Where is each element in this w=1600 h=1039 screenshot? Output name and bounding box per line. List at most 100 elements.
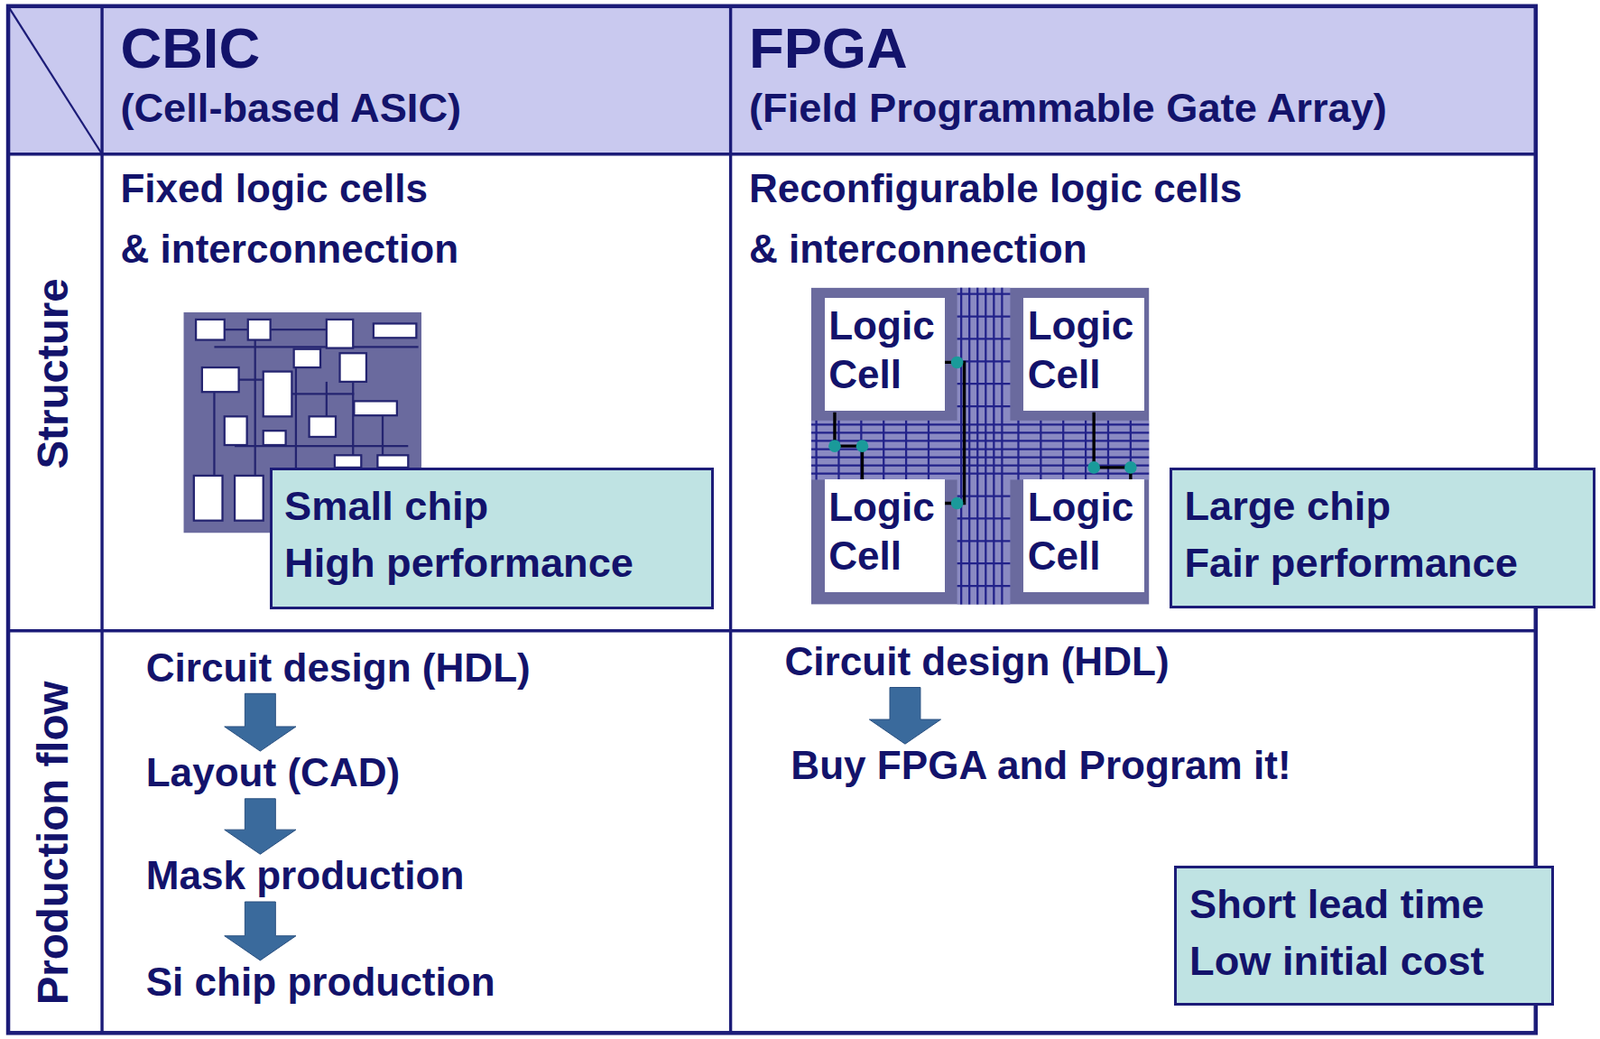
routing-wire (960, 287, 962, 605)
text-line: Logic (1027, 482, 1141, 532)
text-line: & interconnection (749, 219, 1521, 279)
chip-wire (291, 392, 354, 395)
table-line (8, 628, 1536, 632)
fixed-logic-cell (194, 475, 223, 521)
programmed-connection (943, 361, 965, 503)
chip-wire (295, 367, 297, 476)
routing-wire (882, 420, 885, 481)
routing-wire (1107, 420, 1110, 481)
chip-wire (213, 345, 418, 348)
text-line: Fair performance (1183, 534, 1581, 592)
text-line: Fixed logic cells (120, 158, 716, 219)
text-line: Large chip (1183, 477, 1581, 535)
row-header: Structure (8, 154, 102, 631)
text-line: Short lead time (1189, 875, 1540, 933)
routing-wire (1084, 420, 1087, 481)
text-line: Small chip (284, 477, 699, 535)
flow-arrow (224, 693, 296, 751)
routing-wire (1062, 420, 1064, 481)
switch-point (856, 439, 870, 453)
text-line: Cell (1027, 531, 1141, 581)
chip-wire (212, 391, 215, 476)
text-line: CBIC (120, 17, 716, 81)
routing-wire (968, 287, 971, 605)
node-text: Si chip production (146, 959, 496, 1006)
header-fill (8, 6, 1536, 155)
node-text: FPGA (749, 17, 1521, 81)
row-title: Production flow (29, 681, 77, 1006)
node-text: Layout (CAD) (146, 749, 401, 796)
text-line: (Cell-based ASIC) (120, 83, 716, 133)
node-text: Circuit design (HDL) (785, 638, 1170, 685)
node-text: Circuit design (HDL) (146, 645, 531, 692)
flow-step: Mask production (146, 852, 465, 899)
fixed-logic-cell (294, 349, 321, 368)
table-line (8, 152, 1536, 156)
text-line: FPGA (749, 17, 1521, 81)
routing-wire (1000, 287, 1003, 605)
text-line: Circuit design (HDL) (146, 645, 531, 692)
fixed-logic-cell (224, 416, 248, 445)
fixed-logic-cell (309, 416, 336, 437)
text-line: Buy FPGA and Program it! (790, 742, 1291, 789)
fixed-logic-cell (263, 371, 293, 417)
switch-point (1087, 461, 1101, 474)
node-text: Large chip Fair performance (1183, 477, 1581, 592)
chip-wire (224, 328, 327, 331)
fixed-logic-cell (353, 400, 397, 416)
table-line (729, 6, 732, 1034)
callout-box: Large chip Fair performance (1169, 467, 1596, 609)
text-line: Structure (29, 277, 77, 469)
fixed-logic-cell (263, 430, 287, 445)
chip-wire (325, 381, 328, 419)
routing-wire (927, 420, 930, 481)
text-line: Logic (1027, 301, 1141, 351)
node-text: Mask production (146, 852, 465, 899)
column-header: CBIC(Cell-based ASIC) (101, 6, 735, 155)
routing-wire (976, 287, 979, 605)
fixed-logic-cell (334, 454, 361, 468)
fixed-logic-cell (326, 319, 353, 349)
node-text: Buy FPGA and Program it! (790, 742, 1291, 789)
flow-step: Si chip production (146, 959, 496, 1006)
text-line: High performance (284, 534, 699, 592)
node-text: Logic Cell (1027, 482, 1141, 581)
node-text: Fixed logic cells & interconnection (120, 158, 716, 278)
text-line: Reconfigurable logic cells (749, 158, 1521, 219)
table-diagonal (8, 6, 102, 155)
fixed-logic-cell (373, 323, 417, 338)
flow-arrow (224, 798, 296, 855)
node-text: Reconfigurable logic cells & interconnec… (749, 158, 1521, 278)
switch-point (951, 497, 964, 510)
routing-wire (814, 420, 817, 481)
node-text: Short lead time Low initial cost (1189, 875, 1540, 990)
node-text: Logic Cell (828, 301, 941, 399)
fixed-logic-cell (234, 475, 264, 521)
text-line: & interconnection (120, 219, 716, 279)
fixed-logic-cell (195, 319, 225, 341)
text-line: Production flow (29, 681, 77, 1006)
node-subtext: (Cell-based ASIC) (120, 83, 716, 133)
fpga-chip (811, 287, 1149, 605)
table-cell: Reconfigurable logic cells & interconnec… (730, 154, 1540, 631)
table-line (100, 6, 103, 1034)
node-subtext: (Field Programmable Gate Array) (749, 83, 1521, 133)
chip-wire (254, 340, 257, 476)
text-line: Logic (828, 301, 941, 351)
node-text: CBIC (120, 17, 716, 81)
logic-cell: Logic Cell (824, 297, 945, 410)
node-text: Logic Cell (828, 482, 941, 581)
logic-cell: Logic Cell (1023, 297, 1145, 410)
chip-wire (351, 381, 354, 455)
text-line: Logic (828, 482, 941, 532)
text-line: (Field Programmable Gate Array) (749, 83, 1521, 133)
row-header: Production flow (8, 630, 102, 1034)
column-header: FPGA(Field Programmable Gate Array) (730, 6, 1540, 155)
text-line: Circuit design (HDL) (785, 638, 1170, 685)
text-line: Si chip production (146, 959, 496, 1006)
text-line: Low initial cost (1189, 932, 1540, 990)
routing-wire (1039, 420, 1042, 481)
text-line: Cell (828, 531, 941, 581)
flow-arrow (224, 901, 296, 961)
